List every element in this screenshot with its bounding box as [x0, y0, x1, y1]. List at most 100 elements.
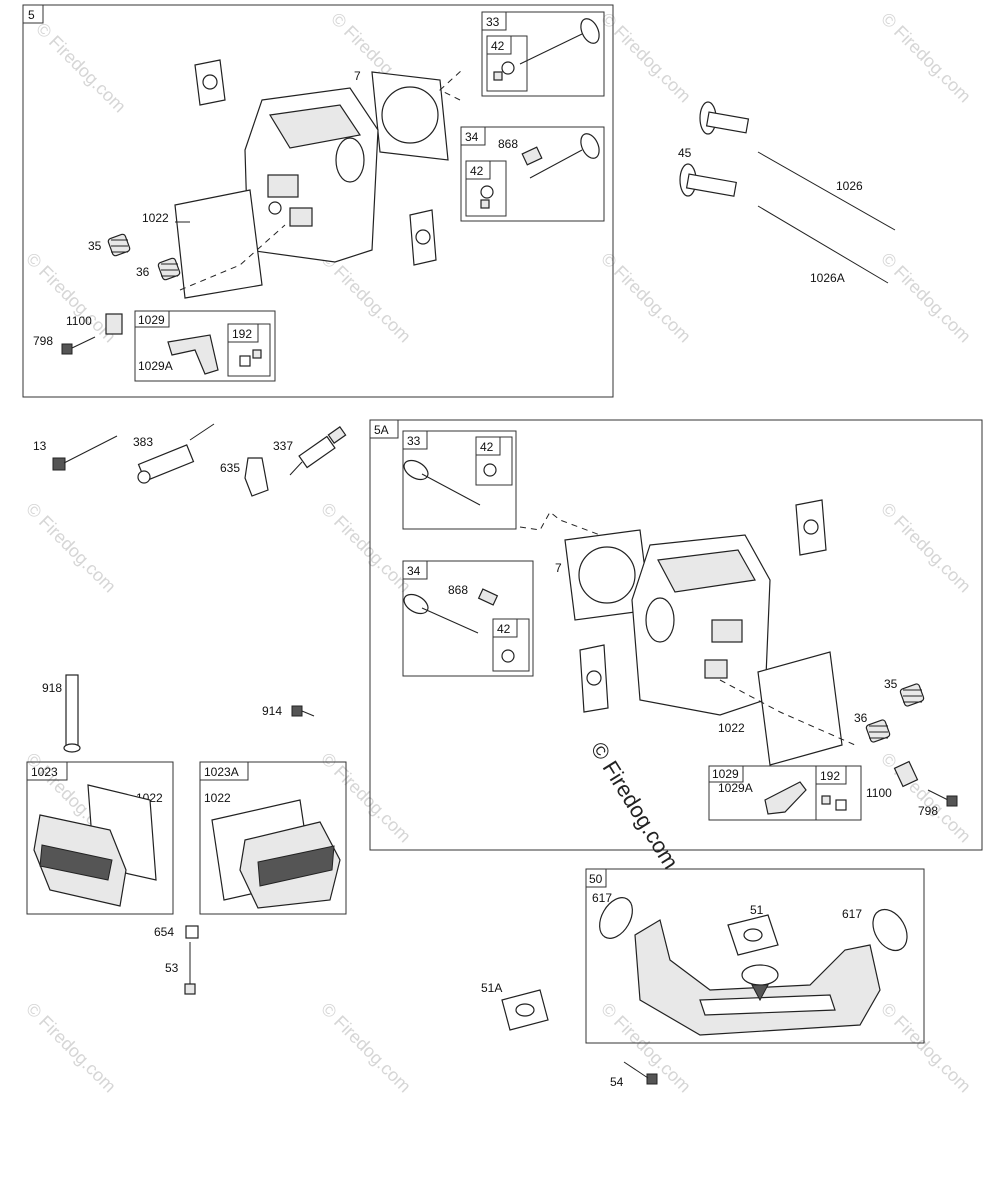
- callout-13: 13: [33, 439, 47, 453]
- valve-box-33b-tag: [402, 430, 428, 450]
- loose-parts: 13 383 337 635 918 914: [33, 423, 347, 753]
- valve-icon: [519, 18, 600, 65]
- group-50-label: 50: [589, 872, 603, 886]
- valve-box-34: [460, 126, 605, 222]
- callout-51a: 51A: [481, 981, 502, 995]
- valve-spring-icon: [865, 719, 891, 743]
- cover-box-1023a: [199, 761, 347, 915]
- callout-337: 337: [273, 439, 293, 453]
- pivot-box-192b-tag: [815, 765, 847, 785]
- watermark: © Firedog.com: [877, 999, 975, 1097]
- callout-918: 918: [42, 681, 62, 695]
- head-bolt-icon: [52, 435, 118, 471]
- screw-icon: [291, 705, 315, 717]
- callout-1029a: 1029A: [718, 781, 753, 795]
- push-rod-icon: [757, 205, 889, 284]
- watermark: © Firedog.com: [877, 749, 975, 847]
- rocker-box-1029: [134, 310, 276, 382]
- rocker-nut-icon: [893, 760, 919, 788]
- push-rod-icon: [757, 151, 896, 231]
- keeper-box-42d-tag: [492, 618, 518, 638]
- rocker-box-1029b-tag: [708, 765, 744, 783]
- watermark: © Firedog.com: [317, 749, 415, 847]
- group-1023: 1023 1022: [26, 761, 174, 915]
- cover-box-1023a-label: 1023A: [204, 765, 239, 779]
- group-5a-tag: [369, 419, 399, 439]
- callout-36: 36: [136, 265, 150, 279]
- callout-1022: 1022: [718, 721, 745, 735]
- bolt-icon: [927, 789, 958, 807]
- callout-1100: 1100: [866, 786, 892, 800]
- pivot-nut-icon: [239, 355, 251, 367]
- manifold-seal-icon: [872, 908, 908, 952]
- valve-keeper-icon: [493, 71, 503, 81]
- plug-boot-icon: [244, 457, 269, 497]
- group-50: 50 617 617 51: [585, 868, 925, 1044]
- rocker-arm-icon: [764, 781, 807, 815]
- callout-35: 35: [884, 677, 898, 691]
- watermark: © Firedog.com: [32, 19, 130, 117]
- group-5: 5 33 42 34 42 868 7: [22, 4, 614, 398]
- assembly-leader: [439, 69, 463, 101]
- pivot-box-192b-label: 192: [820, 769, 840, 783]
- rocker-box-1029-label: 1029: [138, 313, 165, 327]
- cylinder-head-icon: [631, 534, 771, 716]
- cover-stud-icon: [184, 942, 196, 995]
- callout-53: 53: [165, 961, 179, 975]
- callout-635: 635: [220, 461, 240, 475]
- callout-51: 51: [750, 903, 764, 917]
- valve-box-33: [481, 11, 605, 97]
- rocker-cover-icon: [33, 814, 127, 907]
- cover-box-1023-label: 1023: [31, 765, 58, 779]
- valve-box-33b: [402, 430, 517, 530]
- valve-guide-icon: [521, 146, 543, 166]
- cover-box-1023a-tag: [199, 761, 249, 781]
- callout-798: 798: [33, 334, 53, 348]
- cover-box-1023-tag: [26, 761, 68, 781]
- callout-798: 798: [918, 804, 938, 818]
- keeper-box-42d-label: 42: [497, 622, 511, 636]
- valve-icon: [403, 593, 479, 634]
- assembly-leader: [719, 679, 856, 746]
- pivot-box-192-label: 192: [232, 327, 252, 341]
- dipstick-tube-icon: [63, 674, 81, 753]
- valve-box-34b-label: 34: [407, 564, 421, 578]
- valve-box-33-tag: [481, 11, 507, 31]
- valve-seal-icon: [501, 649, 515, 663]
- callout-1022: 1022: [142, 211, 169, 225]
- rocker-box-1029b-label: 1029: [712, 767, 739, 781]
- group-5a: 5A 33 42 34 868 42 7: [369, 419, 983, 851]
- callout-1026a: 1026A: [810, 271, 845, 285]
- gasket-bore-icon: [578, 546, 636, 604]
- valve-keeper-icon: [480, 199, 490, 209]
- valve-box-34-label: 34: [465, 130, 479, 144]
- valve-box-34b-tag: [402, 560, 428, 580]
- valve-spring-icon: [107, 233, 131, 257]
- watermark: © Firedog.com: [22, 249, 120, 347]
- watermark: © Firedog.com: [877, 499, 975, 597]
- watermark: © Firedog.com: [317, 249, 415, 347]
- port-gasket-hole-icon: [415, 229, 431, 245]
- bolt-icon: [61, 336, 96, 355]
- callout-617: 617: [592, 891, 612, 905]
- tappet-icon: [699, 101, 750, 135]
- watermark: © Firedog.com: [877, 9, 975, 107]
- watermark: © Firedog.com: [22, 999, 120, 1097]
- valve-box-34-tag: [460, 126, 486, 146]
- watermark: © Firedog.com: [877, 249, 975, 347]
- keeper-box-42b-tag: [465, 160, 491, 180]
- pivot-ball-icon: [252, 349, 262, 359]
- valve-box-33b-label: 33: [407, 434, 421, 448]
- intake-manifold-icon: [634, 919, 881, 1036]
- group-5a-label: 5A: [374, 423, 389, 437]
- callout-868: 868: [498, 137, 518, 151]
- watermark: © Firedog.com: [317, 499, 415, 597]
- callout-868: 868: [448, 583, 468, 597]
- manifold-gasket-hole-icon: [743, 928, 763, 942]
- spark-plug-icon: [289, 426, 347, 476]
- callout-54: 54: [610, 1075, 624, 1089]
- callout-36: 36: [854, 711, 868, 725]
- callout-7: 7: [555, 561, 562, 575]
